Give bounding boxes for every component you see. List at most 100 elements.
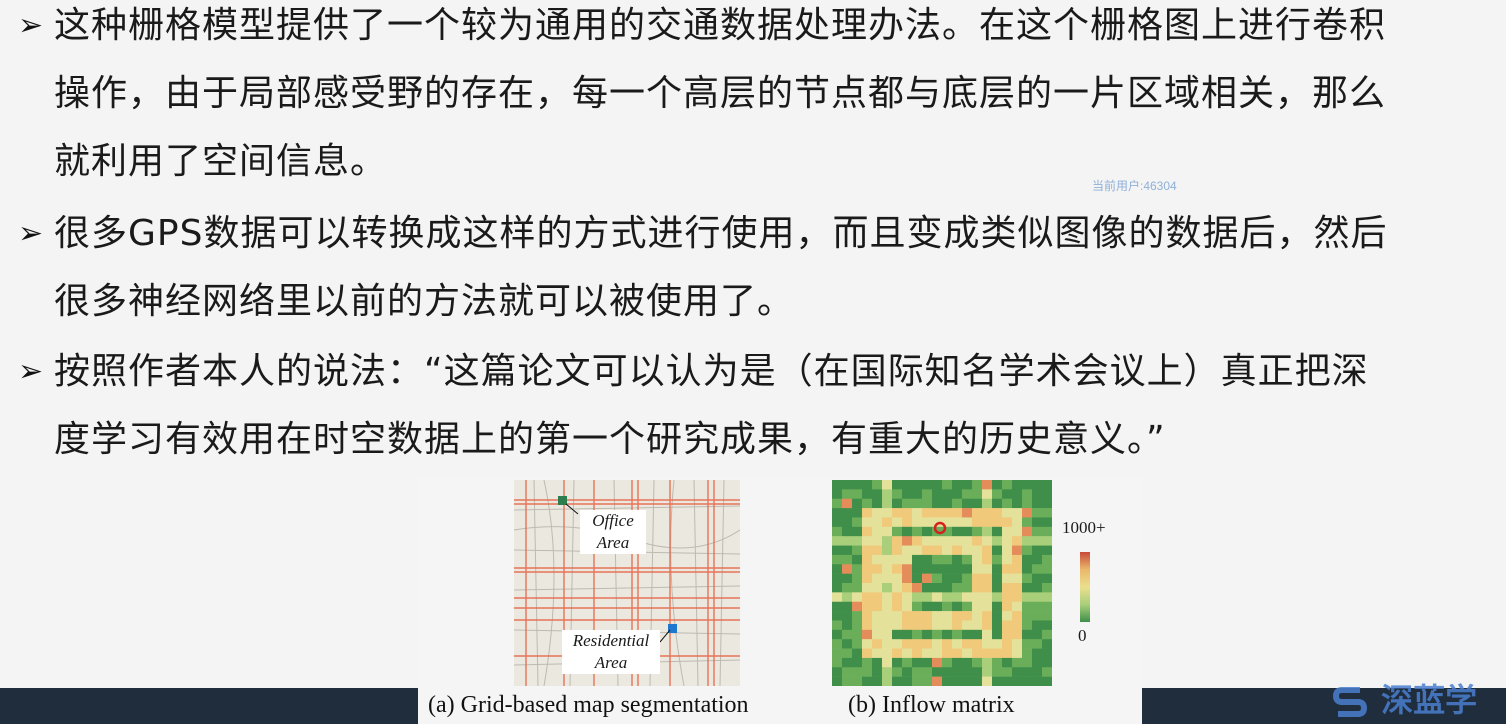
heatmap-cell (902, 508, 913, 518)
heatmap-cell (892, 620, 903, 631)
heatmap-cell (922, 536, 933, 546)
heatmap-cell (952, 564, 963, 574)
heatmap-cell (992, 489, 1003, 500)
heatmap-cell (1012, 583, 1023, 593)
heatmap-cell (1032, 639, 1043, 649)
heatmap-cell (992, 564, 1003, 574)
heatmap-cell (862, 517, 873, 528)
heatmap-cell (962, 620, 973, 631)
heatmap-cell (962, 489, 973, 500)
heatmap-cell (882, 508, 893, 518)
heatmap-cell (882, 583, 893, 593)
heatmap-cell (932, 620, 943, 631)
heatmap-cell (1002, 554, 1013, 565)
heatmap-cell (892, 611, 903, 621)
heatmap-cell (922, 517, 933, 528)
heatmap-cell (872, 657, 883, 668)
heatmap-cell (862, 601, 873, 612)
heatmap-cell (1012, 573, 1023, 584)
heatmap-cell (1022, 676, 1033, 687)
heatmap-cell (952, 657, 963, 668)
heatmap-cell (912, 526, 923, 537)
heatmap-cell (882, 480, 893, 490)
heatmap-cell (1022, 498, 1033, 509)
bullet-item: ➢ 很多GPS数据可以转换成这样的方式进行使用，而且变成类似图像的数据后，然后 … (18, 200, 1387, 336)
heatmap-cell (942, 639, 953, 649)
bullet-line: 按照作者本人的说法：“这篇论文可以认为是（在国际知名学术会议上）真正把深 (54, 351, 1369, 392)
heatmap-cell (982, 583, 993, 593)
heatmap-cell (832, 629, 843, 640)
heatmap-cell (982, 601, 993, 612)
heatmap-cell (882, 639, 893, 649)
heatmap-cell (872, 517, 883, 528)
heatmap-cell (862, 639, 873, 649)
heatmap-cell (1032, 489, 1043, 500)
heatmap-cell (962, 676, 973, 687)
heatmap-cell (872, 480, 883, 490)
heatmap-cell (832, 676, 843, 687)
heatmap-cell (842, 498, 853, 509)
heatmap-cell (1032, 573, 1043, 584)
heatmap-cell (892, 480, 903, 490)
heatmap-cell (1012, 489, 1023, 500)
heatmap-cell (852, 620, 863, 631)
heatmap-cell (982, 517, 993, 528)
heatmap-cell (872, 648, 883, 659)
video-bar-left (0, 688, 418, 724)
heatmap-cell (832, 545, 843, 556)
heatmap-cell (832, 667, 843, 677)
heatmap-cell (1022, 667, 1033, 677)
heatmap-cell (992, 620, 1003, 631)
heatmap-cell (842, 508, 853, 518)
heatmap-cell (982, 648, 993, 659)
heatmap-cell (982, 526, 993, 537)
heatmap-cell (862, 573, 873, 584)
heatmap-cell (1032, 526, 1043, 537)
heatmap-cell (962, 564, 973, 574)
heatmap-cell (912, 648, 923, 659)
heatmap-cell (952, 480, 963, 490)
heatmap-cell (862, 583, 873, 593)
heatmap-cell (932, 583, 943, 593)
heatmap-cell (952, 629, 963, 640)
heatmap-cell (1012, 592, 1023, 603)
heatmap-cell (1012, 564, 1023, 574)
heatmap-cell (852, 536, 863, 546)
heatmap-cell (982, 611, 993, 621)
heatmap-cell (882, 648, 893, 659)
heatmap-cell (972, 564, 983, 574)
heatmap-cell (1042, 517, 1053, 528)
heatmap-cell (952, 611, 963, 621)
heatmap-cell (1042, 611, 1053, 621)
heatmap-cell (872, 611, 883, 621)
heatmap-cell (1012, 657, 1023, 668)
heatmap-cell (1012, 629, 1023, 640)
heatmap-cell (892, 554, 903, 565)
heatmap-cell (902, 573, 913, 584)
heatmap-cell (1022, 601, 1033, 612)
heatmap-cell (922, 554, 933, 565)
heatmap-cell (992, 611, 1003, 621)
highlight-marker (933, 521, 947, 535)
heatmap-cell (952, 639, 963, 649)
heatmap-cell (862, 592, 873, 603)
heatmap-cell (922, 564, 933, 574)
heatmap-cell (932, 489, 943, 500)
heatmap-cell (902, 480, 913, 490)
heatmap-cell (962, 480, 973, 490)
heatmap-cell (872, 639, 883, 649)
heatmap-cell (972, 639, 983, 649)
heatmap-cell (942, 657, 953, 668)
heatmap-cell (862, 564, 873, 574)
logo-s-icon (1332, 687, 1368, 717)
heatmap-cell (872, 554, 883, 565)
color-scale-bar (1080, 552, 1090, 622)
heatmap-cell (872, 620, 883, 631)
heatmap-cell (842, 601, 853, 612)
heatmap-cell (902, 657, 913, 668)
heatmap-cell (862, 480, 873, 490)
heatmap-cell (932, 592, 943, 603)
heatmap-cell (992, 657, 1003, 668)
heatmap-cell (852, 498, 863, 509)
heatmap-cell (1032, 498, 1043, 509)
